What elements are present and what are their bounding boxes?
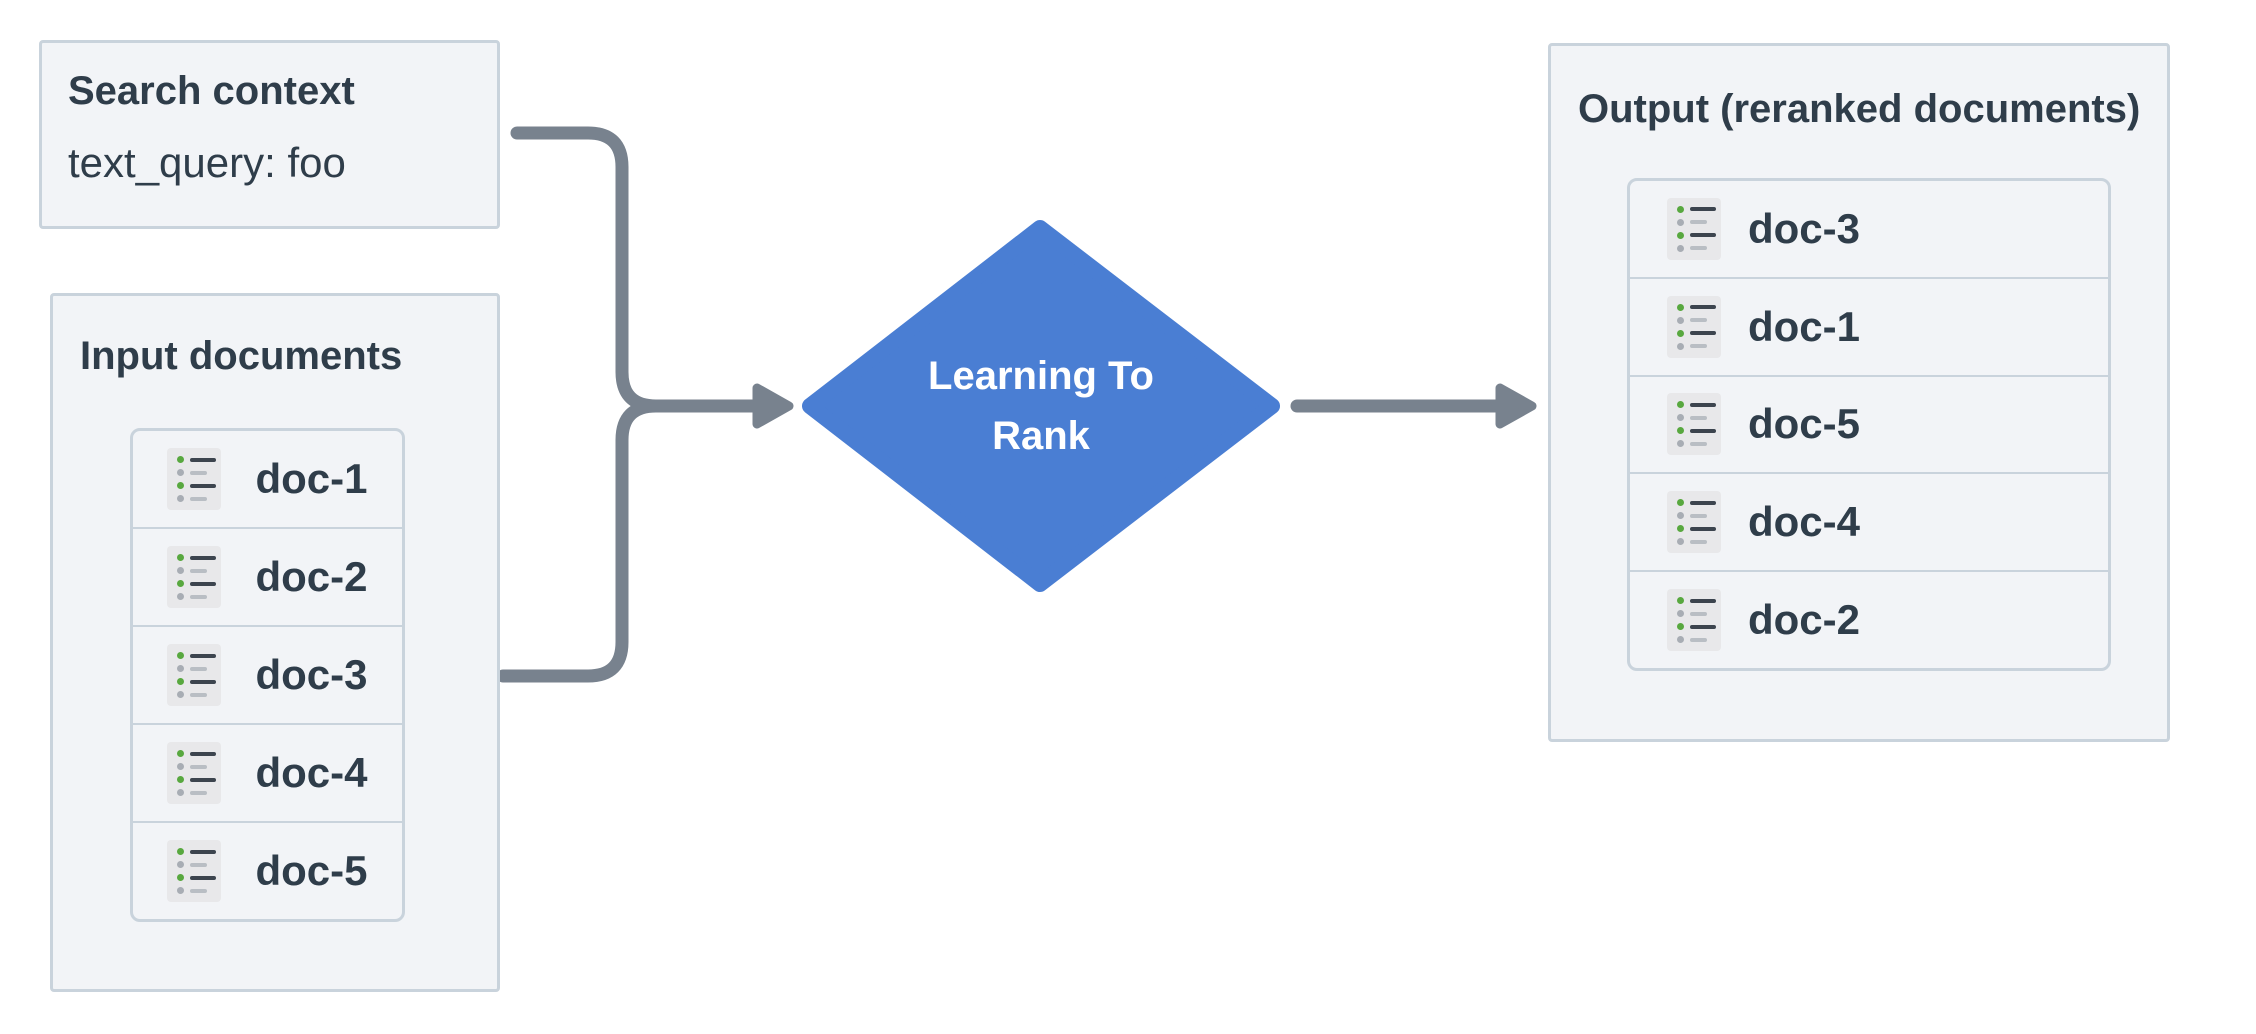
connector-search-to-ltr (510, 126, 663, 413)
icon-bullet-line (1677, 512, 1721, 520)
document-row: doc-1 (133, 431, 402, 527)
output-title: Output (reranked documents) (1578, 87, 2141, 131)
document-list-icon (167, 448, 222, 510)
input-documents-panel: Input documents doc-1 doc-2 doc-3 (50, 293, 500, 992)
icon-bullet-line (1677, 440, 1721, 448)
document-row: doc-4 (133, 723, 402, 821)
document-label: doc-2 (255, 553, 368, 600)
document-row: doc-5 (1630, 374, 2108, 473)
icon-bullet-line (177, 593, 221, 600)
icon-bullet-line (1677, 597, 1721, 605)
search-query-text: text_query: foo (68, 139, 346, 186)
document-row: doc-1 (1630, 276, 2108, 375)
icon-bullet-line (177, 456, 221, 463)
document-list-icon (1667, 491, 1721, 554)
connector-docs-to-ltr (496, 399, 663, 683)
document-list-icon (1667, 197, 1721, 260)
output-panel: Output (reranked documents) doc-3 doc-1 … (1548, 43, 2170, 742)
document-list-icon (167, 742, 222, 804)
document-label: doc-4 (255, 749, 368, 796)
icon-bullet-line (177, 848, 221, 855)
document-list-icon (167, 644, 222, 706)
document-list-icon (167, 840, 222, 902)
icon-bullet-line (1677, 231, 1721, 239)
document-row: doc-5 (133, 821, 402, 919)
icon-bullet-line (177, 874, 221, 881)
icon-bullet-line (177, 750, 221, 757)
icon-bullet-line (1677, 342, 1721, 350)
output-document-list: doc-3 doc-1 doc-5 doc-4 (1627, 178, 2111, 671)
icon-bullet-line (1677, 218, 1721, 226)
document-row: doc-2 (1630, 570, 2108, 668)
icon-bullet-line (177, 678, 221, 685)
icon-bullet-line (177, 495, 221, 502)
document-row: doc-3 (1630, 181, 2108, 277)
input-documents-title: Input documents (80, 334, 403, 378)
icon-bullet-line (1677, 499, 1721, 507)
icon-bullet-line (1677, 316, 1721, 324)
icon-bullet-line (1677, 525, 1721, 533)
icon-bullet-line (177, 652, 221, 659)
icon-bullet-line (177, 789, 221, 796)
search-context-panel: Search context text_query: foo (39, 40, 500, 229)
document-list-icon (1667, 393, 1721, 456)
icon-bullet-line (177, 554, 221, 561)
document-label: doc-3 (1748, 204, 1861, 252)
document-label: doc-1 (255, 455, 368, 502)
ltr-diamond-label: Learning To Rank (928, 354, 1154, 458)
document-label: doc-5 (1748, 400, 1861, 448)
document-label: doc-1 (1748, 302, 1861, 350)
document-list-icon (167, 546, 222, 608)
icon-bullet-line (1677, 623, 1721, 631)
icon-bullet-line (1677, 303, 1721, 311)
icon-bullet-line (1677, 244, 1721, 252)
output-arrowhead-icon (1495, 383, 1537, 429)
document-row: doc-2 (133, 527, 402, 625)
icon-bullet-line (1677, 427, 1721, 435)
document-label: doc-3 (255, 651, 368, 698)
merge-arrowhead-icon (752, 383, 794, 429)
document-row: doc-4 (1630, 472, 2108, 570)
icon-bullet-line (1677, 329, 1721, 337)
document-label: doc-4 (1748, 498, 1861, 546)
icon-bullet-line (177, 665, 221, 672)
icon-bullet-line (1677, 610, 1721, 618)
icon-bullet-line (177, 691, 221, 698)
icon-bullet-line (1677, 401, 1721, 409)
search-context-title: Search context (68, 69, 355, 113)
icon-bullet-line (177, 776, 221, 783)
icon-bullet-line (177, 469, 221, 476)
icon-bullet-line (177, 482, 221, 489)
document-row: doc-3 (133, 625, 402, 723)
icon-bullet-line (177, 580, 221, 587)
icon-bullet-line (177, 861, 221, 868)
document-label: doc-5 (255, 847, 368, 894)
icon-bullet-line (1677, 414, 1721, 422)
document-label: doc-2 (1748, 596, 1861, 644)
icon-bullet-line (1677, 538, 1721, 546)
icon-bullet-line (177, 567, 221, 574)
icon-bullet-line (1677, 636, 1721, 644)
icon-bullet-line (177, 763, 221, 770)
input-document-list: doc-1 doc-2 doc-3 doc-4 (130, 428, 405, 922)
document-list-icon (1667, 295, 1721, 358)
icon-bullet-line (177, 887, 221, 894)
icon-bullet-line (1677, 205, 1721, 213)
document-list-icon (1667, 589, 1721, 652)
